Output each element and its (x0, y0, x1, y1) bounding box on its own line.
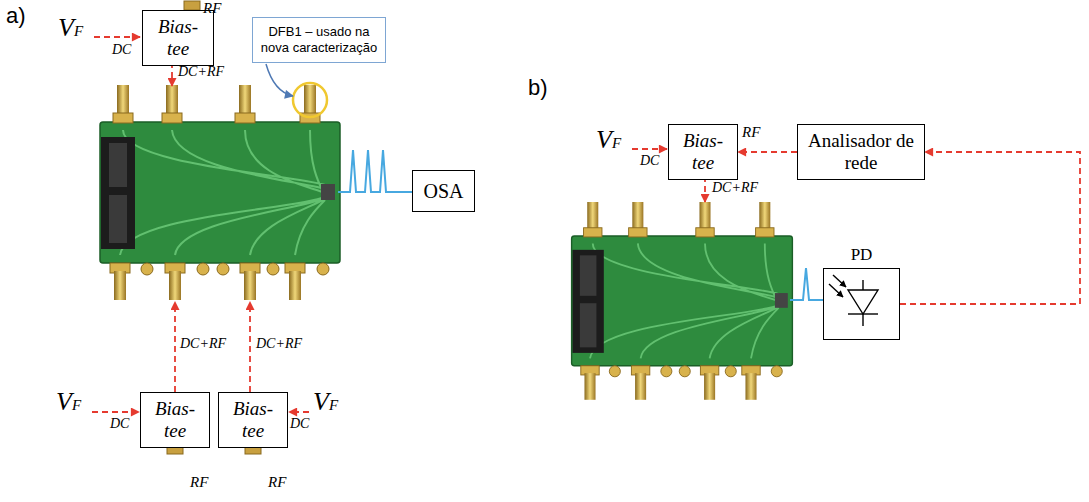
dc-wire (92, 411, 139, 413)
signal-label: DC+RF (178, 64, 224, 79)
panel-label: b) (528, 76, 548, 100)
bias-tee-box: Bias-tee (218, 392, 288, 448)
signal-label: DC+RF (256, 336, 302, 351)
node-text: Bias-tee (675, 130, 731, 174)
dc-wire (289, 411, 309, 413)
signal-connector (900, 152, 1080, 304)
optical-spectrum-fiber (338, 150, 412, 192)
signal-connector (738, 151, 797, 153)
callout-pointer (266, 64, 293, 96)
voltage-label: VF (313, 388, 338, 417)
node-text: DFB1 – usado na nova caracterização (257, 24, 381, 55)
voltage-label: VF (58, 14, 83, 43)
callout-box: DFB1 – usado na nova caracterização (252, 17, 386, 63)
instrument-box: Analisador de rede (797, 124, 925, 180)
port-label: RF (190, 474, 208, 491)
port-label: RF (268, 474, 286, 491)
panel-label: a) (6, 4, 26, 28)
port-label: RF (742, 124, 760, 141)
bias-tee-box: Bias-tee (140, 392, 210, 448)
bias-tee-box: Bias-tee (142, 10, 214, 66)
laser-board-photo (100, 85, 340, 300)
dc-rf-wire (174, 302, 176, 392)
rf-port-pad (184, 1, 200, 10)
port-label: DC (290, 416, 309, 431)
port-label: RF (203, 0, 221, 17)
dc-wire (94, 36, 140, 38)
bias-wire (92, 37, 705, 412)
photodetector-box: PD (823, 268, 900, 340)
instrument-box: OSA (412, 170, 475, 212)
photodiode-symbol (829, 275, 878, 326)
port-label: DC (110, 416, 129, 431)
highlight-circle (293, 83, 327, 117)
port-label: DC (112, 42, 131, 57)
optical-fiber (790, 268, 823, 300)
dc-rf-wire (249, 302, 251, 392)
node-text: OSA (423, 180, 463, 203)
node-text: Bias-tee (225, 398, 281, 442)
signal-label: DC+RF (712, 180, 758, 195)
node-text: Analisador de rede (804, 130, 918, 174)
node-text: Bias-tee (149, 16, 207, 60)
port-label: DC (640, 153, 659, 168)
signal-label: DC+RF (180, 336, 226, 351)
voltage-label: VF (56, 388, 81, 417)
bias-tee-box: Bias-tee (668, 124, 738, 180)
laser-board-photo (572, 202, 793, 400)
dc-wire (632, 148, 667, 150)
node-text: PD (824, 246, 899, 265)
node-text: Bias-tee (147, 398, 203, 442)
voltage-label: VF (596, 126, 621, 155)
